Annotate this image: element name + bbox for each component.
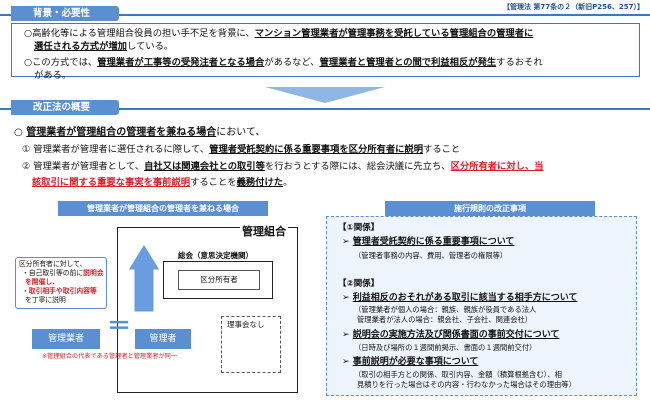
arrow-up-icon: [127, 243, 160, 313]
text-red: 区分所有者に対し、当: [450, 161, 544, 172]
text-emph: 管理業者と管理者との間で利益相反が発生: [319, 57, 497, 68]
rules-s2-sub2: （日時及び場所の１週間前掲示、書面の１週間前交付）: [354, 343, 537, 352]
board-label: 理事会なし: [227, 320, 265, 329]
background-line-1: ○高齢化等による管理組合役員の担い手不足を背景に、マンション管理業者が管理事務を…: [24, 27, 533, 40]
rules-s2-item1: ➢ 利益相反のおそれがある取引に該当する相手方について: [342, 293, 578, 303]
background-line-3: ○この方式では、管理業者が工事等の受発注者となる場合があるなど、管理業者と管理者…: [24, 56, 543, 69]
revision-line-4: 該取引に関する重要な事実を事前説明することを義務付けた。: [32, 176, 292, 189]
text: ② 管理業者が管理者として、: [22, 161, 145, 172]
text-emph: 管理業者が管理組合の管理者を兼ねる場合: [26, 127, 217, 138]
rules-s2-item2: ➢ 説明会の実施方法及び関係書面の事前交付について: [342, 330, 560, 340]
text-red: 説明会: [83, 269, 104, 277]
text: することを: [190, 177, 237, 188]
text-red: 該取引に関する重要な事実を事前説明: [32, 177, 191, 188]
assembly-label: 総会（意思決定機関）: [178, 251, 253, 260]
board-box: [221, 316, 281, 373]
note-5: を丁寧に説明: [25, 296, 66, 304]
management-association-box: [117, 227, 298, 393]
note-2: ・自己取引等の前に説明会: [22, 269, 104, 278]
note-4: ・取引相手や取引内容等: [22, 287, 97, 295]
note-1: 区分所有者に対して、: [19, 260, 87, 268]
down-arrow-icon: [265, 87, 385, 103]
background-line-2: 選任される方式が増加している。: [34, 40, 173, 53]
section-divider: [0, 14, 650, 16]
rules-panel: [326, 216, 637, 396]
assembly-box: [163, 261, 273, 299]
company-box: 管理業者: [32, 329, 100, 349]
text: ① 管理業者が管理者に選任されるに際して、: [22, 144, 210, 155]
rules-s2-head: 【②関係】: [338, 279, 380, 289]
text: 。: [283, 177, 293, 188]
text-emph: 管理者受託契約に係る重要事項について: [352, 237, 515, 247]
rules-s2-sub3b: 見積りを行った場合はその内容・行わなかった場合はその理由等）: [357, 380, 576, 389]
text-emph: 選任される方式が増加: [34, 41, 127, 52]
text-emph: 事前説明が必要な事項について: [352, 357, 479, 367]
rules-s1-item: ➢ 管理者受託契約に係る重要事項について: [342, 237, 515, 247]
callout-box: [15, 257, 107, 309]
text-emph: 管理業者が工事等の受発注者となる場合: [97, 57, 265, 68]
rules-s1-sub: （管理者事務の内容、費用、管理者の権限等）: [354, 251, 508, 260]
rules-title: 施行規則の改正事項: [385, 201, 595, 216]
revision-tag-label: 改正法の概要: [33, 102, 91, 113]
section-divider: [0, 108, 650, 110]
text-emph: 説明会の実施方法及び関係書面の事前交付について: [352, 330, 560, 340]
background-line-4: がある。: [34, 70, 72, 81]
revision-tag: 改正法の概要: [11, 100, 119, 115]
text: ○この方式では、: [24, 57, 98, 68]
text: ○: [14, 127, 27, 138]
rules-s2-sub1b: 管理業者が法人の場合：親会社、子会社、関連会社）: [357, 315, 533, 324]
background-box: [11, 23, 640, 77]
rules-s2-sub1a: （管理業者が個人の場合：親族、親族が役員である法人: [354, 305, 537, 314]
text-emph: マンション管理業者が管理事務を受託している管理組合の管理者に: [254, 28, 534, 39]
text: において、: [216, 127, 266, 138]
association-label: 管理組合: [240, 225, 288, 238]
text: ○高齢化等による管理組合役員の担い手不足を背景に、: [24, 28, 255, 39]
text-emph: 管理者受託契約に係る重要事項を区分所有者に説明: [209, 144, 424, 155]
diagram-title: 管理業者が管理組合の管理者を兼ねる場合: [58, 201, 268, 216]
text: している。: [126, 41, 174, 52]
text-emph: 義務付けた: [236, 177, 284, 188]
revision-line-3: ② 管理業者が管理者として、自社又は関連会社との取引等を行おうとする際には、総会…: [22, 160, 544, 173]
background-tag: 背景・必要性: [11, 6, 119, 21]
rules-s2-sub3a: （取引の相手方との関係、取引内容、金額（積算根拠含む）、相: [354, 370, 562, 379]
text: があるなど、: [264, 57, 320, 68]
revision-line-1: ○ 管理業者が管理組合の管理者を兼ねる場合において、: [14, 126, 265, 139]
text: するおそれ: [496, 57, 543, 68]
rules-s2-item3: ➢ 事前説明が必要な事項について: [342, 357, 479, 367]
footnote: ※管理組合の代表である管理者と管理業者が同一: [42, 353, 178, 360]
manager-box: 管理者: [135, 329, 191, 349]
reference-label: 【管理法 第77条の２（新旧P256、257）】: [502, 3, 644, 11]
text-emph: 利益相反のおそれがある取引に該当する相手方について: [352, 293, 578, 303]
text: を行おうとする際には、総会決議に先立ち、: [264, 161, 451, 172]
note-3: を開催し、: [25, 278, 59, 286]
text: ・自己取引等の前に: [22, 269, 84, 277]
equals-icon: ＝: [107, 312, 131, 340]
background-tag-label: 背景・必要性: [33, 8, 91, 19]
revision-line-2: ① 管理業者が管理者に選任されるに際して、管理者受託契約に係る重要事項を区分所有…: [22, 143, 460, 156]
rules-s1-head: 【①関係】: [338, 223, 380, 233]
text-emph: 自社又は関連会社との取引等: [144, 161, 265, 172]
text: すること: [423, 144, 461, 155]
owners-box: 区分所有者: [178, 270, 260, 290]
